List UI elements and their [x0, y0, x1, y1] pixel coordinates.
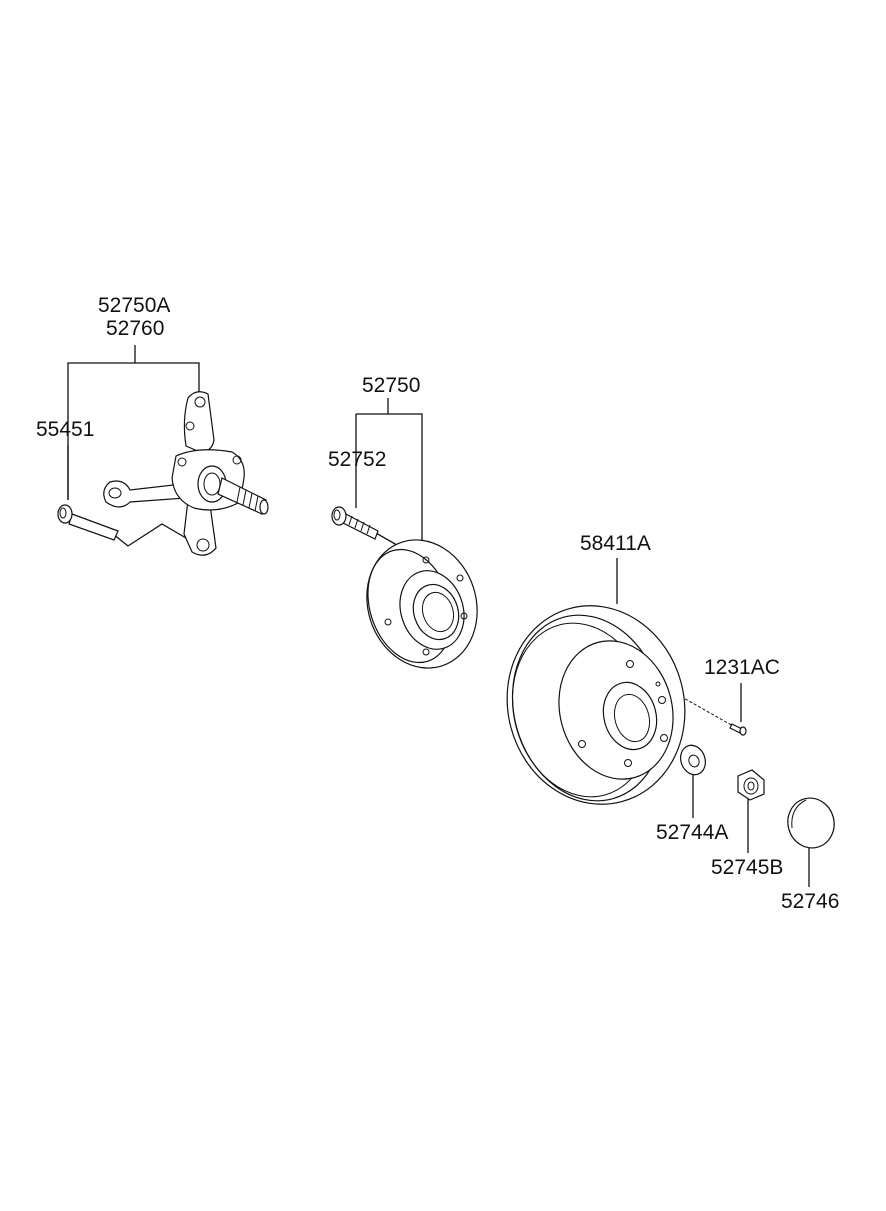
label-55451: 55451: [36, 418, 94, 441]
leader-lines: [67, 345, 810, 887]
nut-52745b: [737, 769, 765, 801]
bolt-55451: [57, 504, 119, 541]
label-52750: 52750: [362, 374, 420, 397]
label-1231ac: 1231AC: [704, 656, 780, 679]
brake-drum-58411a: [506, 605, 686, 805]
label-52752: 52752: [328, 448, 386, 471]
hub-bolt-52752: [331, 506, 379, 540]
cap-52746: [787, 797, 835, 849]
label-58411a: 58411A: [580, 532, 651, 555]
label-52750a: 52750A: [98, 294, 170, 317]
label-52744a: 52744A: [656, 821, 728, 844]
label-52760: 52760: [106, 317, 164, 340]
steering-knuckle: [103, 391, 269, 556]
label-52745b: 52745B: [711, 856, 783, 879]
washer-52744a: [680, 744, 706, 776]
wheel-hub-52750: [366, 539, 478, 669]
label-52746: 52746: [781, 890, 839, 913]
screw-1231ac: [729, 723, 747, 736]
